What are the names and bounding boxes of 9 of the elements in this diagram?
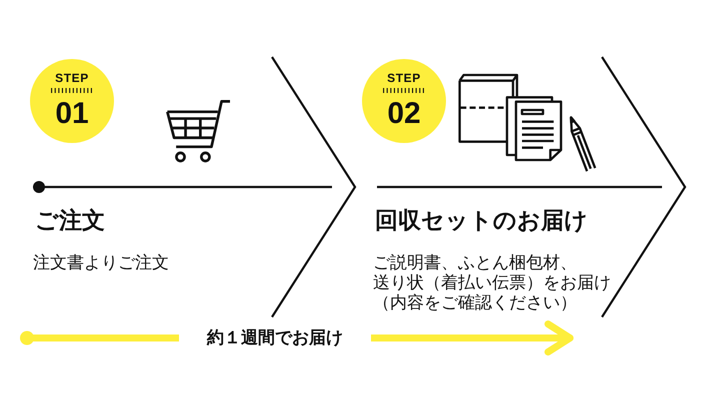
step-description: ご説明書、ふとん梱包材、送り状（着払い伝票）をお届け（内容をご確認ください）	[373, 253, 612, 313]
step-label: STEP	[55, 72, 89, 84]
edge-label: 約１週間でお届け	[207, 327, 343, 349]
step-heading: ご注文	[35, 207, 105, 235]
step-number: 02	[387, 99, 421, 129]
step-number: 01	[55, 99, 89, 129]
step-heading: 回収セットのお届け	[375, 207, 588, 235]
step-description: 注文書よりご注文	[33, 253, 169, 273]
step-label: STEP	[387, 72, 421, 84]
